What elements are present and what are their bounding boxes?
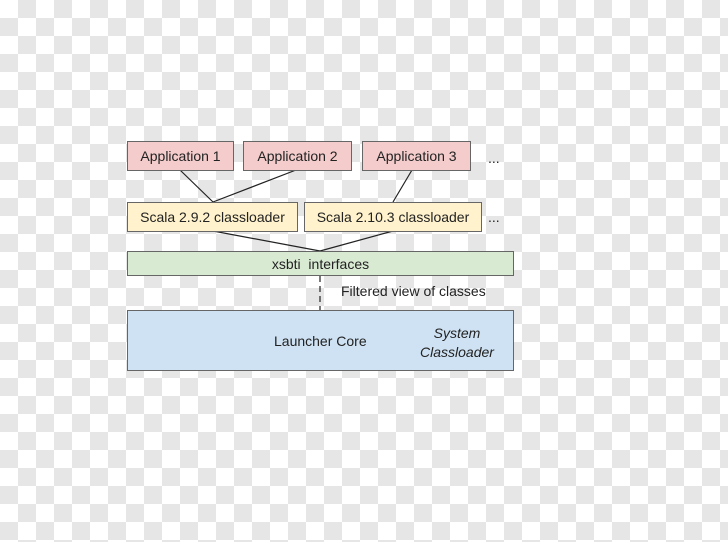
scala-2103-classloader-label: Scala 2.10.3 classloader xyxy=(316,209,470,225)
launcher-core-box: Launcher Core System Classloader xyxy=(127,310,514,371)
application-2-box: Application 2 xyxy=(243,141,352,171)
system-classloader-line2: Classloader xyxy=(420,344,494,360)
system-classloader-label: System Classloader xyxy=(420,324,494,362)
scala-2103-classloader-box: Scala 2.10.3 classloader xyxy=(304,202,482,232)
scala-292-classloader-label: Scala 2.9.2 classloader xyxy=(140,209,285,225)
classloaders-more: ... xyxy=(488,209,500,225)
scala-292-classloader-box: Scala 2.9.2 classloader xyxy=(127,202,298,232)
applications-more: ... xyxy=(488,150,500,166)
application-3-box: Application 3 xyxy=(362,141,471,171)
application-2-label: Application 2 xyxy=(257,148,338,164)
application-1-label: Application 1 xyxy=(140,148,221,164)
application-1-box: Application 1 xyxy=(127,141,234,171)
filtered-view-label: Filtered view of classes xyxy=(341,283,486,299)
launcher-core-label: Launcher Core xyxy=(274,333,367,349)
xsbti-interfaces-label: xsbti interfaces xyxy=(271,255,370,272)
xsbti-interfaces-box: xsbti interfaces xyxy=(127,251,514,276)
application-3-label: Application 3 xyxy=(376,148,457,164)
system-classloader-line1: System xyxy=(433,325,481,341)
